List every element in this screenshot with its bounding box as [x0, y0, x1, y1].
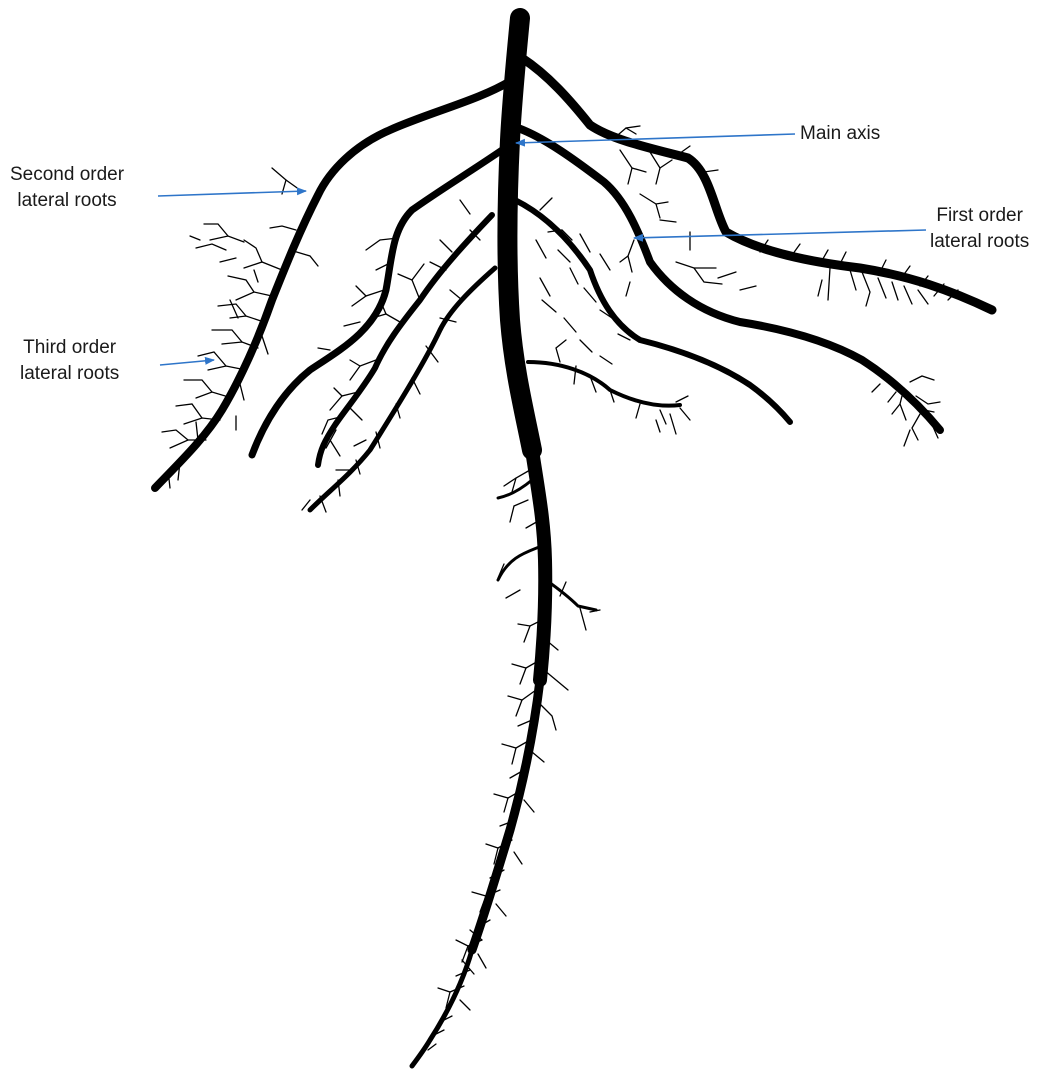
- label-first-order-line1: First order: [930, 203, 1029, 229]
- main-axis-root: [412, 18, 545, 1066]
- arrow-third-order: [160, 360, 214, 365]
- label-second-order-line2: lateral roots: [10, 188, 124, 214]
- label-second-order-line1: Second order: [10, 162, 124, 188]
- label-first-order-line2: lateral roots: [930, 229, 1029, 255]
- label-third-order-line1: Third order: [20, 335, 119, 361]
- arrow-first-order: [634, 230, 926, 238]
- arrow-main-axis: [516, 134, 795, 143]
- label-first-order: First order lateral roots: [930, 203, 1029, 255]
- label-third-order-line2: lateral roots: [20, 361, 119, 387]
- arrow-second-order: [158, 191, 306, 196]
- label-second-order: Second order lateral roots: [10, 162, 124, 214]
- label-main-axis: Main axis: [800, 121, 880, 147]
- label-main-axis-text: Main axis: [800, 121, 880, 147]
- label-third-order: Third order lateral roots: [20, 335, 119, 387]
